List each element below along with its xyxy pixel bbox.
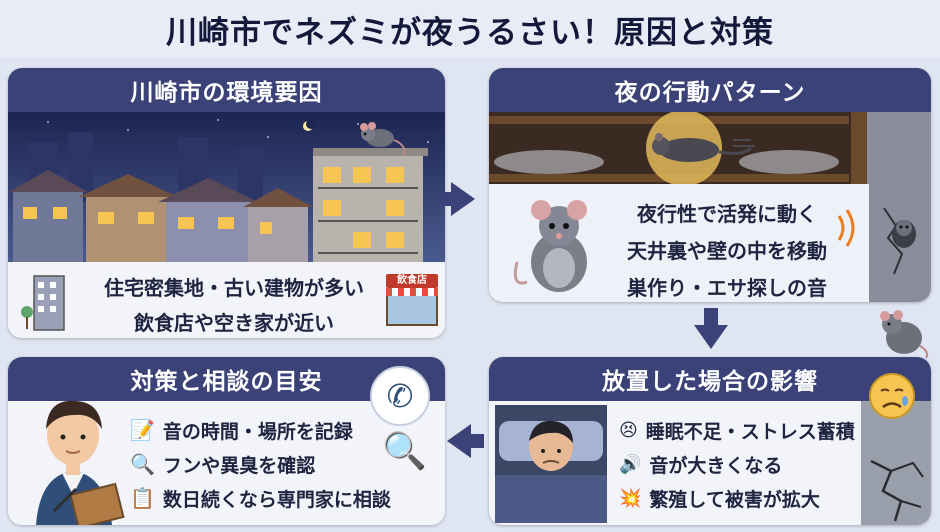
night-line-3: 巣作り・エサ探しの音: [627, 276, 827, 300]
flow-arrow-down-icon: [694, 325, 728, 349]
phone-icon: ✆: [370, 366, 430, 426]
sleepy-face-icon: 😣: [619, 419, 638, 441]
large-magnifier-icon: 🔍: [382, 431, 427, 472]
environment-heading: 川崎市の環境要因: [8, 68, 445, 112]
measure-item-2: 🔍 フンや異臭を確認: [130, 449, 430, 479]
night-line-1: 夜行性で活発に動く: [637, 202, 817, 226]
title-bar: 川崎市でネズミが夜うるさい！原因と対策: [0, 0, 940, 58]
night-heading: 夜の行動パターン: [489, 68, 931, 112]
magnifier-icon: 🔍: [130, 452, 155, 476]
impact-heading: 放置した場合の影響: [489, 357, 931, 401]
impact-item-1-text: 睡眠不足・ストレス蓄積: [645, 420, 855, 443]
night-behavior-panel: 夜の行動パターン 夜行性で活発に動く 天井裏や壁の中を移動 巣作り・エサ探しの音: [489, 68, 931, 302]
impact-item-1: 😣 睡眠不足・ストレス蓄積: [619, 415, 859, 445]
impact-item-2: 🔊 音が大きくなる: [619, 449, 859, 479]
wall-crack-rat-icon: [883, 207, 916, 275]
measure-item-1-text: 音の時間・場所を記録: [162, 420, 353, 443]
measure-item-3-text: 数日続くなら専門家に相談: [162, 488, 391, 511]
measure-item-2-text: フンや異臭を確認: [162, 454, 316, 477]
measure-item-1: 📝 音の時間・場所を記録: [130, 415, 430, 445]
environment-line-1: 住宅密集地・古い建物が多い: [104, 276, 364, 300]
environment-line-2: 飲食店や空き家が近い: [134, 311, 334, 335]
man-with-notebook-illustration: [36, 400, 125, 525]
impact-item-3-text: 繁殖して被害が拡大: [649, 488, 820, 511]
crack-icon: 💥: [619, 487, 642, 509]
cracked-wall-illustration: [861, 401, 931, 525]
page-title: 川崎市でネズミが夜うるさい！原因と対策: [166, 14, 774, 51]
running-rat-icon: [652, 133, 753, 162]
rat-standing-icon: [513, 200, 587, 292]
impact-panel: 放置した場合の影響 😣 睡眠不足・ストレス蓄積 🔊 音が大きくなる 💥 繁殖して…: [489, 357, 931, 525]
night-city-illustration: [8, 112, 445, 262]
flow-arrow-down-stem: [704, 308, 718, 326]
sound-waves-icon: [837, 209, 855, 247]
flow-arrow-left-icon: [447, 424, 471, 458]
sad-face-icon: [869, 373, 915, 419]
measures-panel: 対策と相談の目安 📝 音の時間・場所を記録 🔍 フンや異臭を確認 📋 数日続くな…: [8, 357, 445, 525]
speaker-icon: 🔊: [619, 453, 642, 475]
environment-panel: 川崎市の環境要因: [8, 68, 445, 338]
impact-item-3: 💥 繁殖して被害が拡大: [619, 483, 859, 513]
clipboard-icon: 📋: [130, 486, 155, 510]
measure-item-3: 📋 数日続くなら専門家に相談: [130, 483, 430, 513]
shop-sign: 飲食店: [386, 274, 438, 288]
restaurant-shop-icon: 飲食店: [386, 274, 438, 330]
small-rat-icon: [880, 310, 929, 359]
apartment-building-icon: [21, 275, 65, 331]
flow-arrow-left-stem: [470, 434, 484, 448]
sleepless-person-illustration: [495, 405, 607, 523]
flow-arrow-right-icon: [451, 182, 475, 216]
rat-on-roof-icon: [360, 122, 406, 157]
attic-rat-illustration: [489, 112, 931, 184]
night-line-2: 天井裏や壁の中を移動: [627, 239, 827, 263]
impact-item-2-text: 音が大きくなる: [649, 454, 783, 477]
notepad-icon: 📝: [130, 418, 155, 442]
